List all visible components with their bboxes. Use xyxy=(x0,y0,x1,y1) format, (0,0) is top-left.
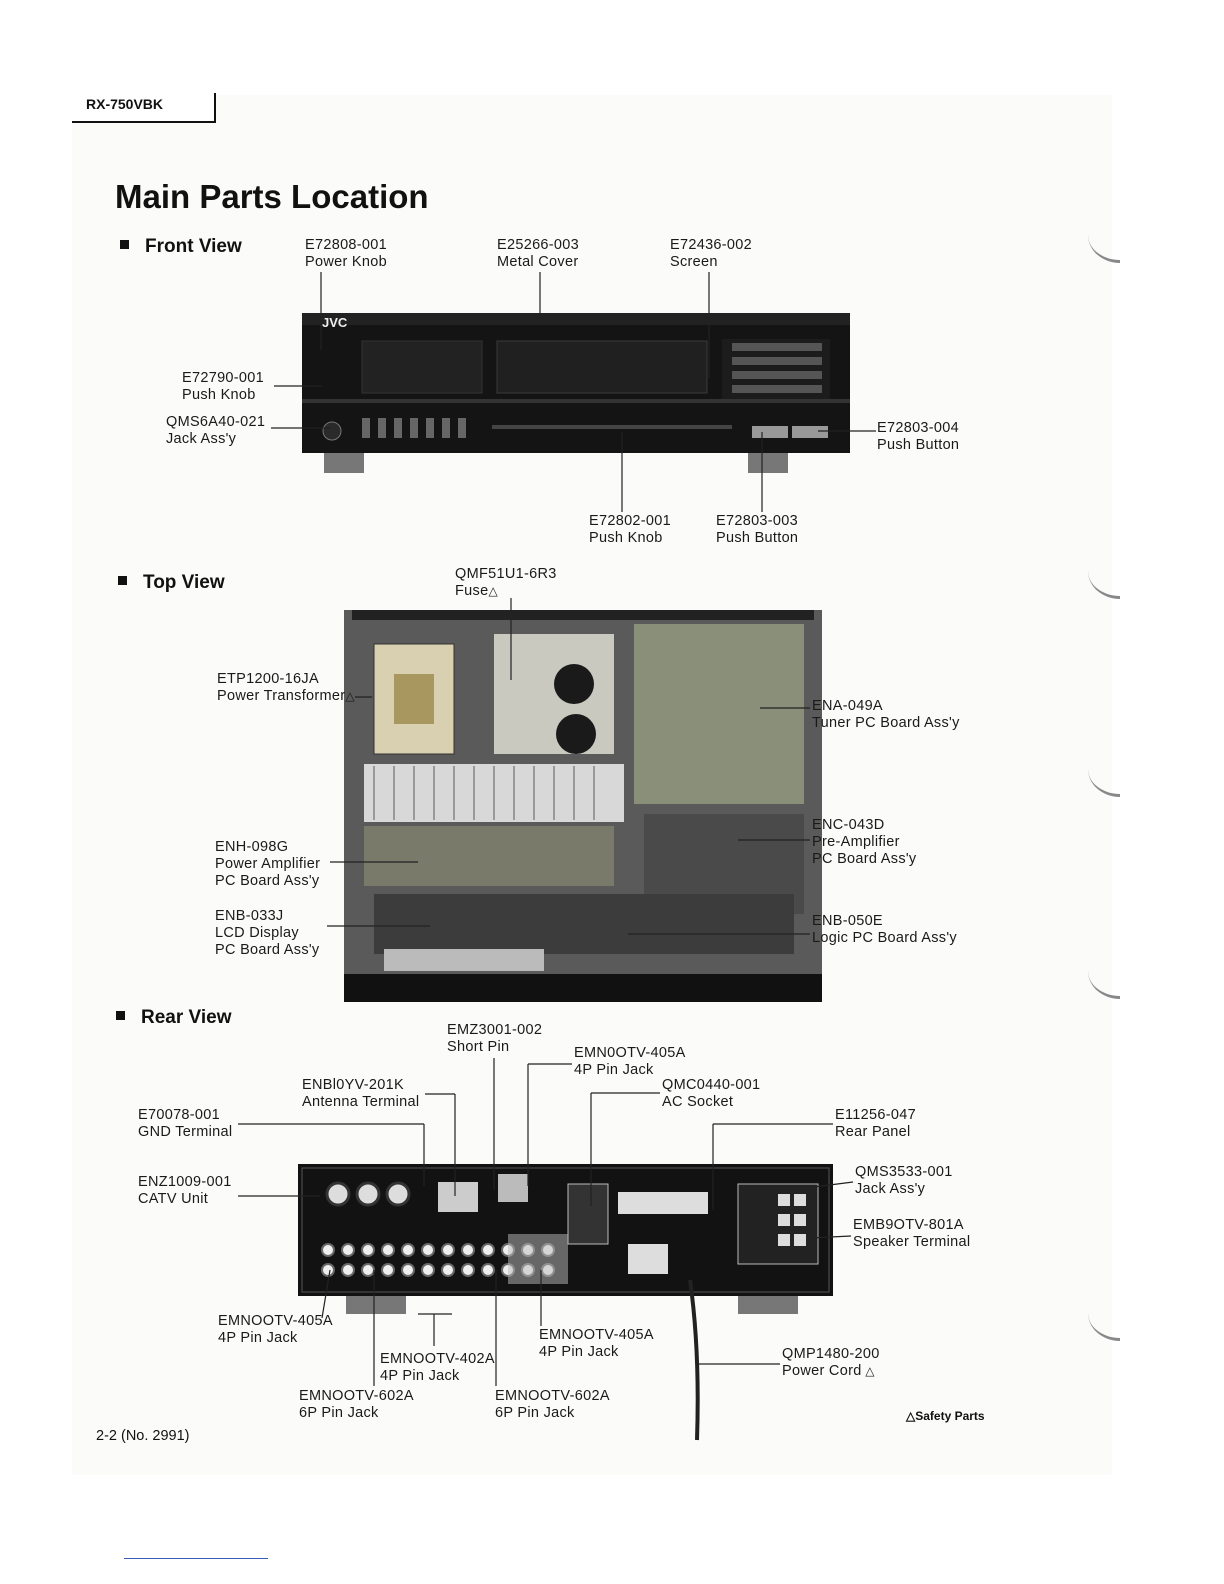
safety-note: △Safety Parts xyxy=(906,1409,985,1423)
front-view-photo: JVC xyxy=(302,313,850,475)
model-tag: RX-750VBK xyxy=(72,93,216,123)
section-top-label: Top View xyxy=(143,572,225,593)
top-view-photo xyxy=(344,594,822,1002)
rear-view-photo xyxy=(298,1164,833,1320)
model-number: RX-750VBK xyxy=(86,96,164,112)
svg-text:JVC: JVC xyxy=(322,315,348,330)
section-rear-label: Rear View xyxy=(141,1007,232,1028)
page-title: Main Parts Location xyxy=(115,178,429,215)
page-number: 2-2 (No. 2991) xyxy=(96,1428,190,1444)
section-top-view: Top View xyxy=(118,572,225,594)
section-front-view: Front View xyxy=(120,236,242,258)
section-rear-view: Rear View xyxy=(116,1007,231,1029)
section-front-label: Front View xyxy=(145,236,242,257)
bottom-rule xyxy=(124,1558,268,1559)
